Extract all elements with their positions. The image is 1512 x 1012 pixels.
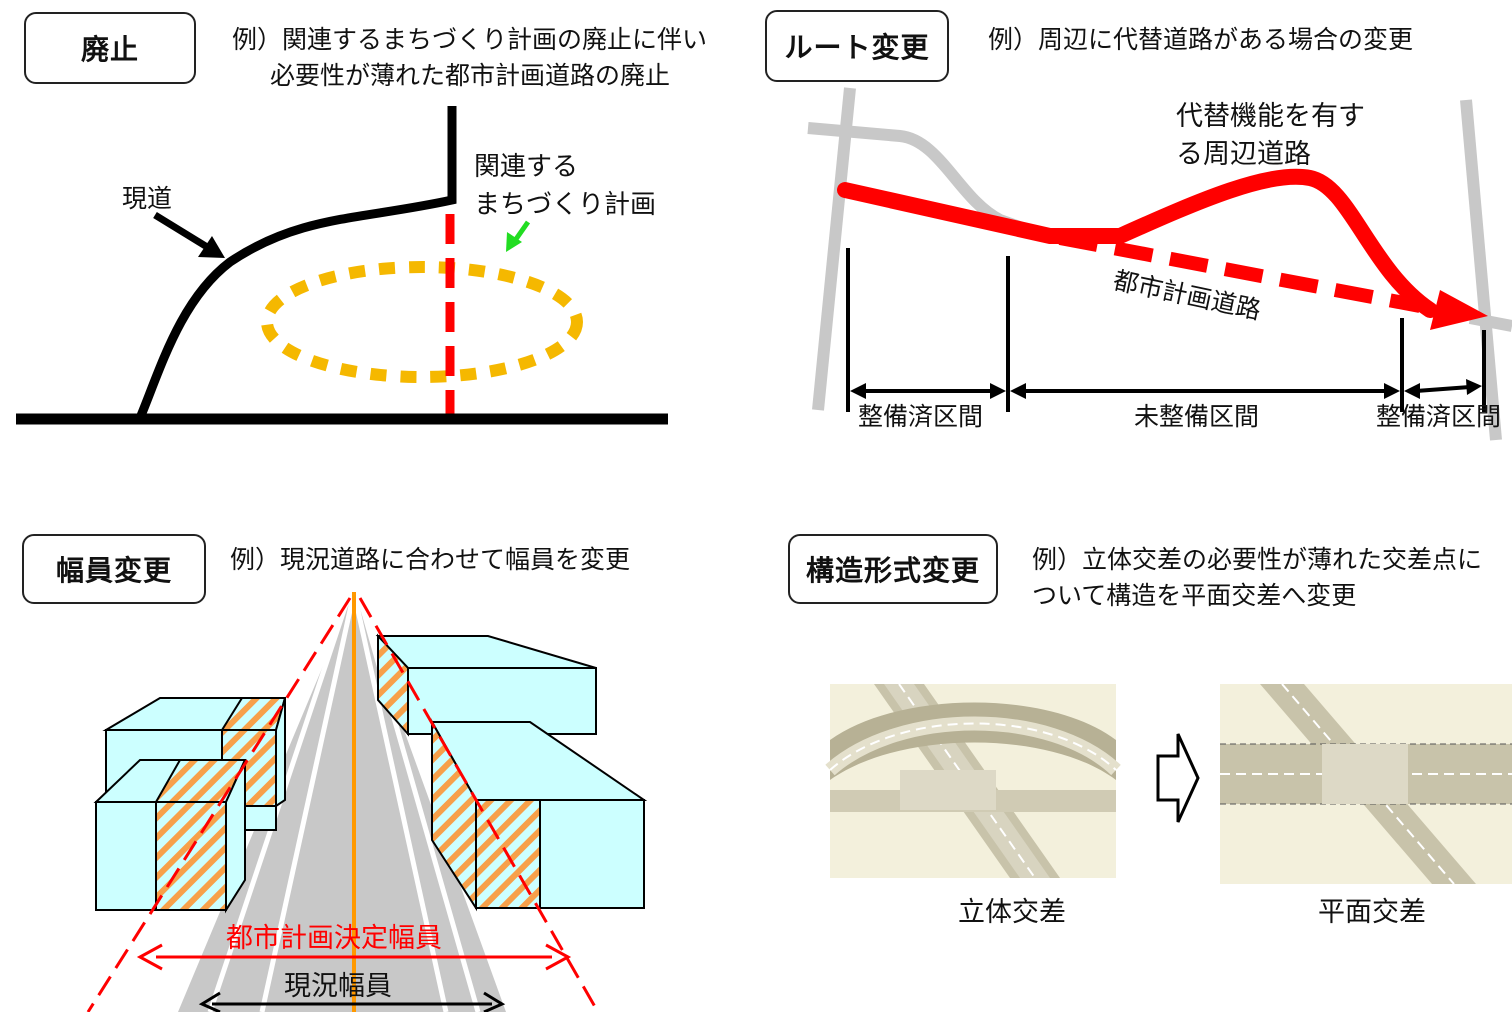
abolition-desc-line1: 例）関連するまちづくり計画の廃止に伴い [232,25,708,54]
abolition-desc-line2: 必要性が薄れた都市計画道路の廃止 [270,61,671,90]
grade-separated-label: 立体交差 [958,897,1066,928]
planned-width-label: 都市計画決定幅員 [226,923,442,954]
change-arrow [1156,733,1200,823]
section-completed-2: 整備済区間 [1376,402,1502,431]
current-width-label: 現況幅員 [284,971,392,1002]
alt-road-label-line1: 代替機能を有す [1176,101,1365,132]
section-unfinished: 未整備区間 [1134,402,1260,431]
existing-road [135,106,457,420]
existing-road-label: 現道 [122,184,173,213]
tag-structure-change: 構造形式変更 [788,534,998,604]
abolition-diagram [16,106,668,425]
city-plan-road [1058,231,1422,313]
structure-change-desc-line1: 例）立体交差の必要性が薄れた交差点に [1032,545,1483,574]
alternative-road [837,168,1438,318]
plan-label-line1: 関連する [474,152,579,182]
section-completed-1: 整備済区間 [858,402,984,431]
plan-label-line2: まちづくり計画 [474,190,657,220]
tag-width-change: 幅員変更 [22,534,206,604]
plan-area-ellipse [261,261,583,383]
route-change-diagram: 都市計画道路 [807,87,1512,441]
route-change-desc: 例）周辺に代替道路がある場合の変更 [988,25,1414,54]
at-grade-label: 平面交差 [1318,897,1426,928]
width-change-diagram [86,591,648,1012]
structure-change-desc-line2: ついて構造を平面交差へ変更 [1032,581,1357,610]
width-change-desc: 例）現況道路に合わせて幅員を変更 [230,545,631,574]
tag-route-change: ルート変更 [765,10,949,82]
alt-road-label-line2: る周辺道路 [1176,139,1311,170]
tag-abolition: 廃止 [24,12,196,84]
city-plan-road-arrow [1430,290,1488,330]
